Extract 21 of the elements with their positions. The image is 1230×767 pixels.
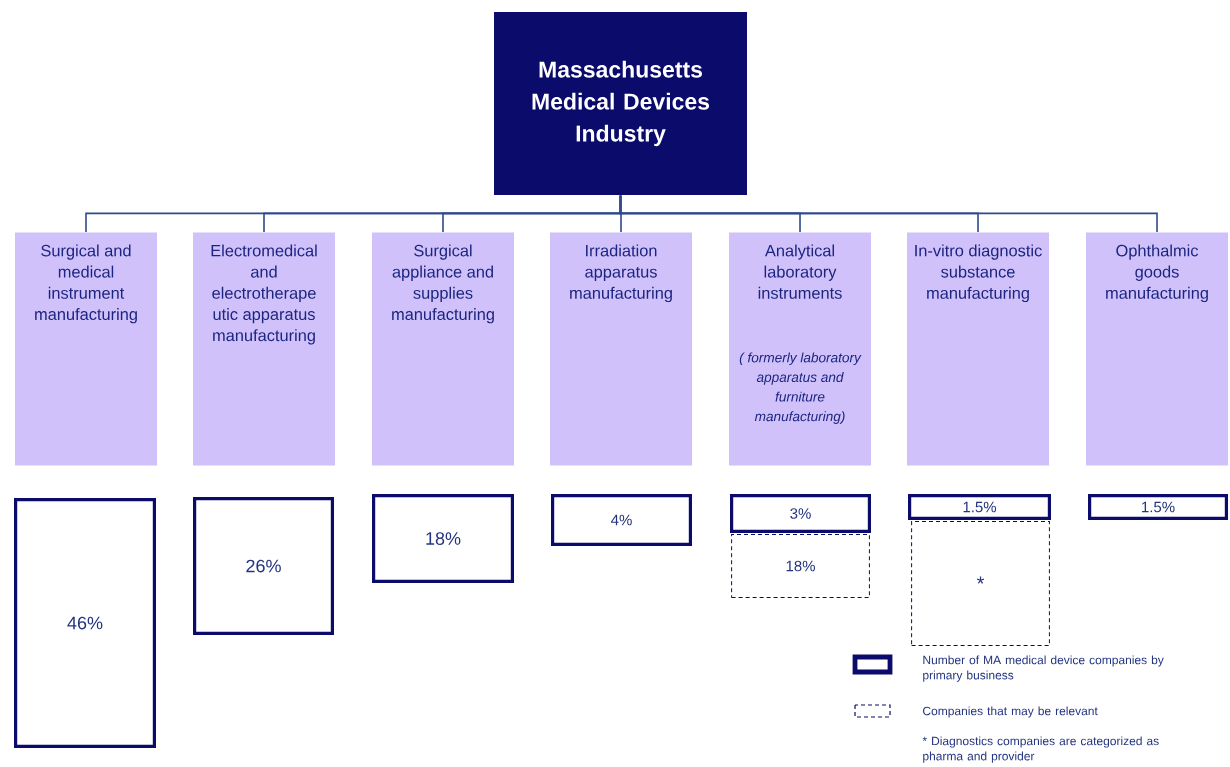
share-box: 26%	[193, 497, 334, 635]
category-box: Ophthalmic goods manufacturing	[1086, 232, 1228, 466]
category-box: Analytical laboratory instruments ( formerly laboratory apparatus and furniture manufacturing)	[729, 232, 871, 466]
category-box: Irradiation apparatus manufacturing	[550, 232, 692, 466]
title-box: Massachusetts Medical Devices Industry	[494, 12, 747, 195]
share-box: 46%	[14, 498, 156, 748]
share-box: 18%	[372, 494, 514, 583]
share-box: 4%	[551, 494, 692, 546]
category-box: In-vitro diagnostic substance manufacturing	[907, 232, 1049, 466]
dashed-share-box: *	[911, 521, 1050, 646]
category-box: Electromedical and electrotherape utic apparatus manufacturing	[193, 232, 335, 466]
category-box: Surgical appliance and supplies manufacturing	[372, 232, 514, 466]
footnote-text: * Diagnostics companies are categorized as pharma and provider	[922, 736, 1159, 763]
legend-text: Number of MA medical device companies by primary business	[923, 655, 1164, 682]
dashed-share-box: 18%	[731, 534, 870, 598]
category-box: Surgical and medical instrument manufacturing	[15, 232, 157, 466]
legend-text: Companies that may be relevant	[923, 706, 1098, 718]
share-box: 1.5%	[908, 494, 1051, 520]
share-box: 1.5%	[1088, 494, 1228, 520]
share-box: 3%	[730, 494, 871, 533]
connector-line	[619, 194, 1158, 233]
